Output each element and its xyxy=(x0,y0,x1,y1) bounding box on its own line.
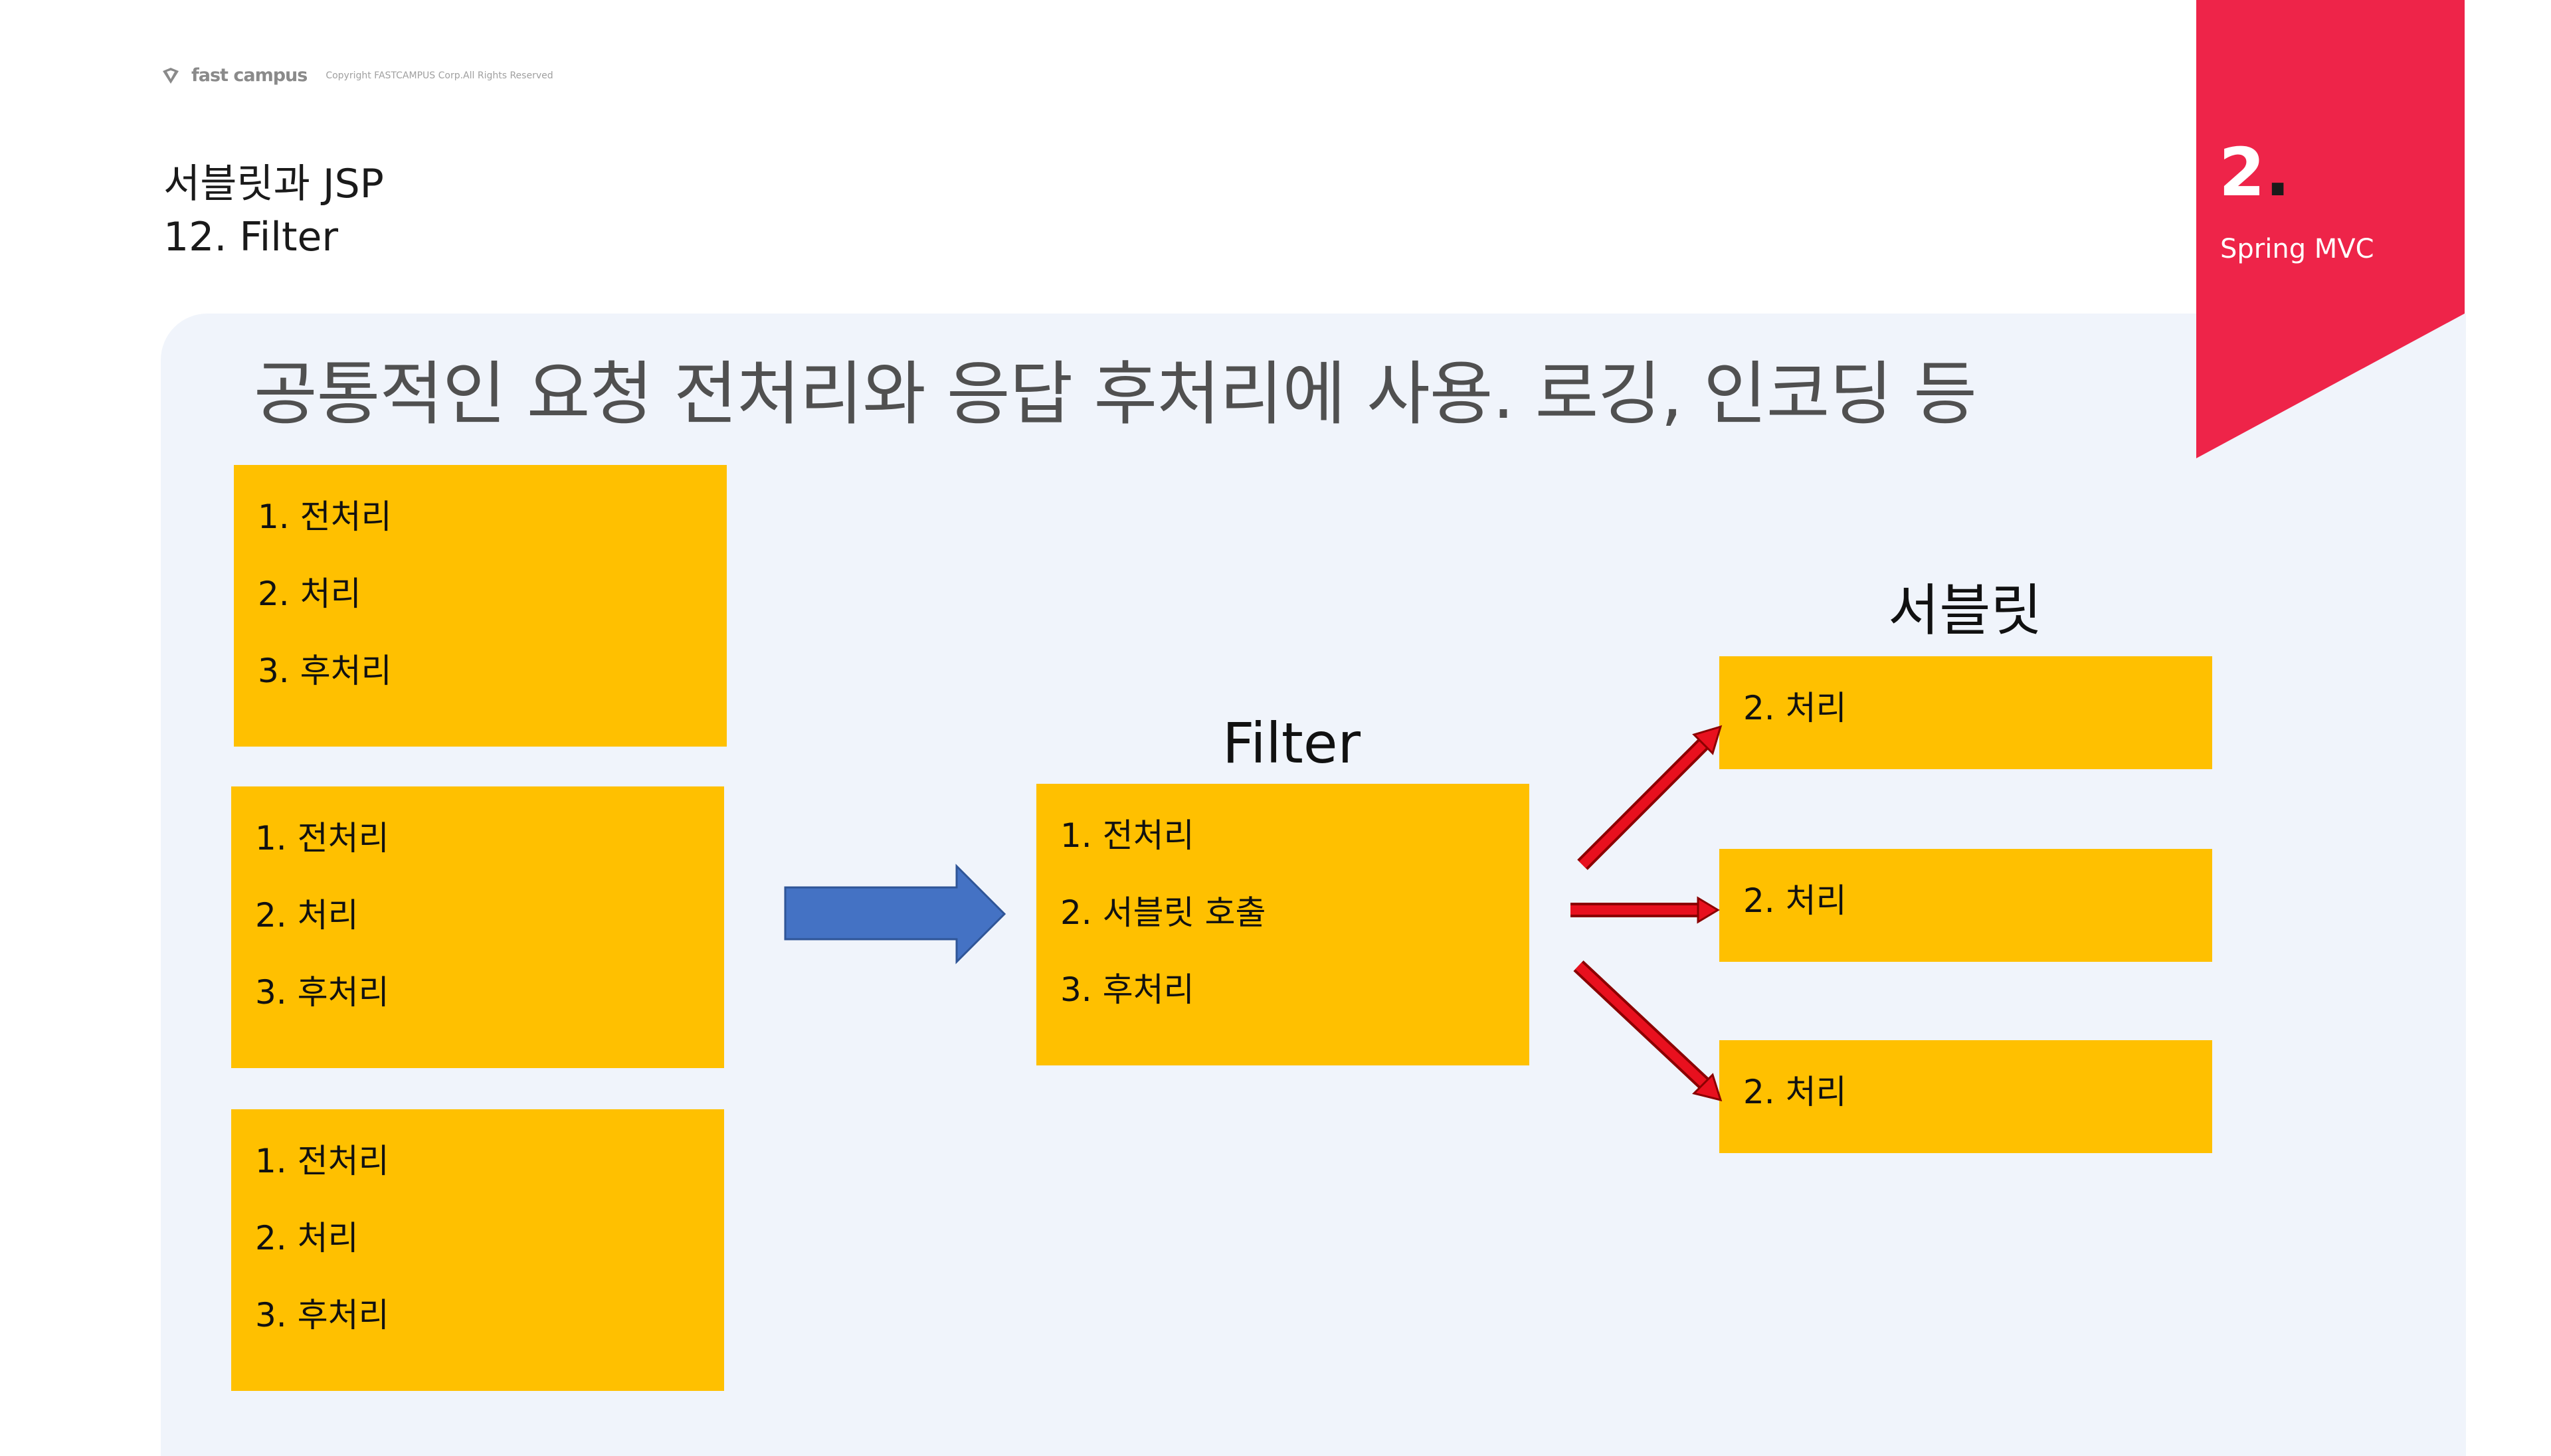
filter-box-line: 2. 처리 xyxy=(255,1219,359,1257)
servlet-box-3: 2. 처리 xyxy=(1719,1040,2212,1153)
filter-box-line: 1. 전처리 xyxy=(258,498,392,536)
red-arrow-down-icon xyxy=(1573,960,1723,1102)
filter-main-line: 1. 전처리 xyxy=(1060,816,1194,855)
servlet-box-1: 2. 처리 xyxy=(1719,656,2212,769)
filter-box-1: 1. 전처리 2. 처리 3. 후처리 xyxy=(234,465,727,747)
filter-box-line: 1. 전처리 xyxy=(255,819,389,858)
copyright-text: Copyright FASTCAMPUS Corp.All Rights Res… xyxy=(326,70,553,81)
filter-box-line: 2. 처리 xyxy=(255,896,359,935)
servlet-box-2: 2. 처리 xyxy=(1719,849,2212,962)
section-tab xyxy=(2196,0,2465,458)
filter-main-line: 3. 후처리 xyxy=(1060,970,1194,1009)
fastcampus-logo: fast campus Copyright FASTCAMPUS Corp.Al… xyxy=(161,65,553,86)
servlet-box-line: 2. 처리 xyxy=(1743,689,1847,727)
filter-main-line: 2. 서블릿 호출 xyxy=(1060,893,1266,932)
headline: 공통적인 요청 전처리와 응답 후처리에 사용. 로깅, 인코딩 등 xyxy=(254,353,1977,434)
servlet-box-line: 2. 처리 xyxy=(1743,1073,1847,1111)
red-arrow-up-icon xyxy=(1577,725,1723,870)
filter-box-line: 2. 처리 xyxy=(258,575,361,613)
filter-box-3: 1. 전처리 2. 처리 3. 후처리 xyxy=(231,1109,724,1391)
filter-box-line: 1. 전처리 xyxy=(255,1142,389,1180)
servlet-box-line: 2. 처리 xyxy=(1743,881,1847,920)
section-number: 2. xyxy=(2219,139,2291,206)
fastcampus-logo-icon xyxy=(163,67,179,84)
servlet-caption: 서블릿 xyxy=(1888,578,2042,643)
red-arrow-right-icon xyxy=(1570,896,1720,924)
filter-box-line: 3. 후처리 xyxy=(258,652,392,690)
filter-box-line: 3. 후처리 xyxy=(255,1296,389,1334)
blue-arrow-icon xyxy=(784,864,1006,964)
page-subtitle: 12. Filter xyxy=(163,214,339,260)
filter-box-main: 1. 전처리 2. 서블릿 호출 3. 후처리 xyxy=(1036,784,1529,1065)
filter-box-2: 1. 전처리 2. 처리 3. 후처리 xyxy=(231,786,724,1068)
section-number-text: 2 xyxy=(2219,134,2265,211)
logo-text: fast campus xyxy=(191,65,308,86)
section-name: Spring MVC xyxy=(2220,234,2374,264)
filter-caption: Filter xyxy=(1222,711,1361,776)
page-title: 서블릿과 JSP xyxy=(163,161,384,207)
filter-box-line: 3. 후처리 xyxy=(255,973,389,1012)
section-number-dot: . xyxy=(2265,134,2291,211)
